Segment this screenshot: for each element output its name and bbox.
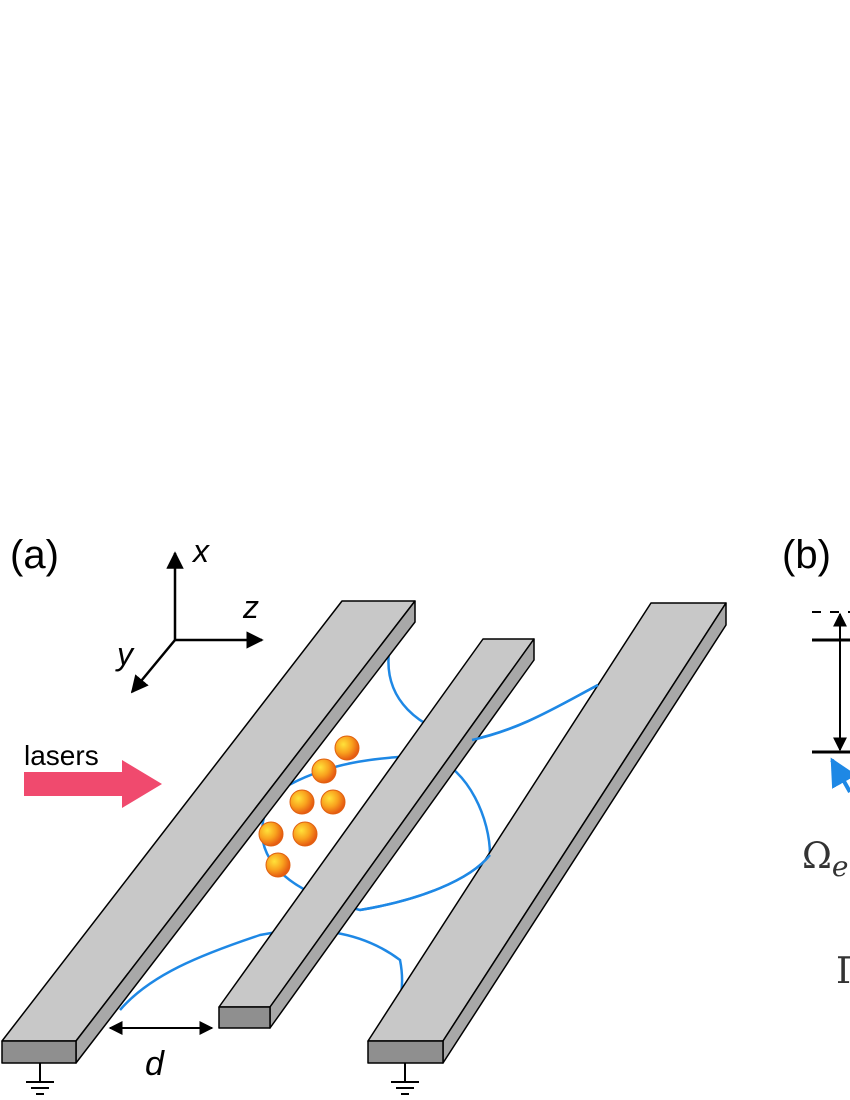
ion-sphere-icon — [320, 789, 346, 815]
ion-sphere-icon — [258, 821, 284, 847]
ion-sphere-icon — [265, 852, 291, 878]
laser-coupling-arrow — [830, 757, 850, 793]
axis-label-z: z — [242, 589, 259, 625]
omega-label: Ωe — [802, 836, 848, 883]
laser-label: lasers — [24, 740, 99, 771]
ground-icon — [391, 1063, 419, 1095]
omega-subscript: e — [832, 850, 849, 883]
panel-label-b: (b) — [782, 533, 831, 577]
spacing-label: d — [145, 1045, 165, 1083]
ion-sphere-icon — [334, 735, 360, 761]
ion-sphere-icon — [289, 789, 315, 815]
laser-beam: lasers — [24, 740, 162, 808]
rail-top — [367, 602, 727, 1042]
rail-end — [1, 1040, 77, 1064]
laser-arrow-icon — [24, 760, 162, 808]
rail-end — [218, 1006, 271, 1029]
ion-sphere-icon — [311, 758, 337, 784]
ion-chain — [258, 735, 360, 878]
panel-label-a: (a) — [10, 533, 59, 577]
electrode-rail-middle — [218, 638, 535, 1029]
gamma-label: Γ — [836, 951, 850, 992]
axis-arrow-icon — [130, 639, 176, 694]
electrode-rail-left — [1, 600, 416, 1064]
field-lines-front — [359, 683, 599, 912]
rail-end — [367, 1040, 444, 1064]
ground-icon — [26, 1063, 54, 1095]
axis-label-x: x — [191, 533, 210, 569]
axis-label-y: y — [115, 636, 135, 672]
coordinate-axes: x z y — [115, 533, 264, 694]
ion-sphere-icon — [292, 821, 318, 847]
level-diagram: Ωe Γ — [802, 611, 850, 992]
spacing-indicator: d — [108, 1021, 214, 1083]
electrode-rail-right — [367, 602, 727, 1064]
